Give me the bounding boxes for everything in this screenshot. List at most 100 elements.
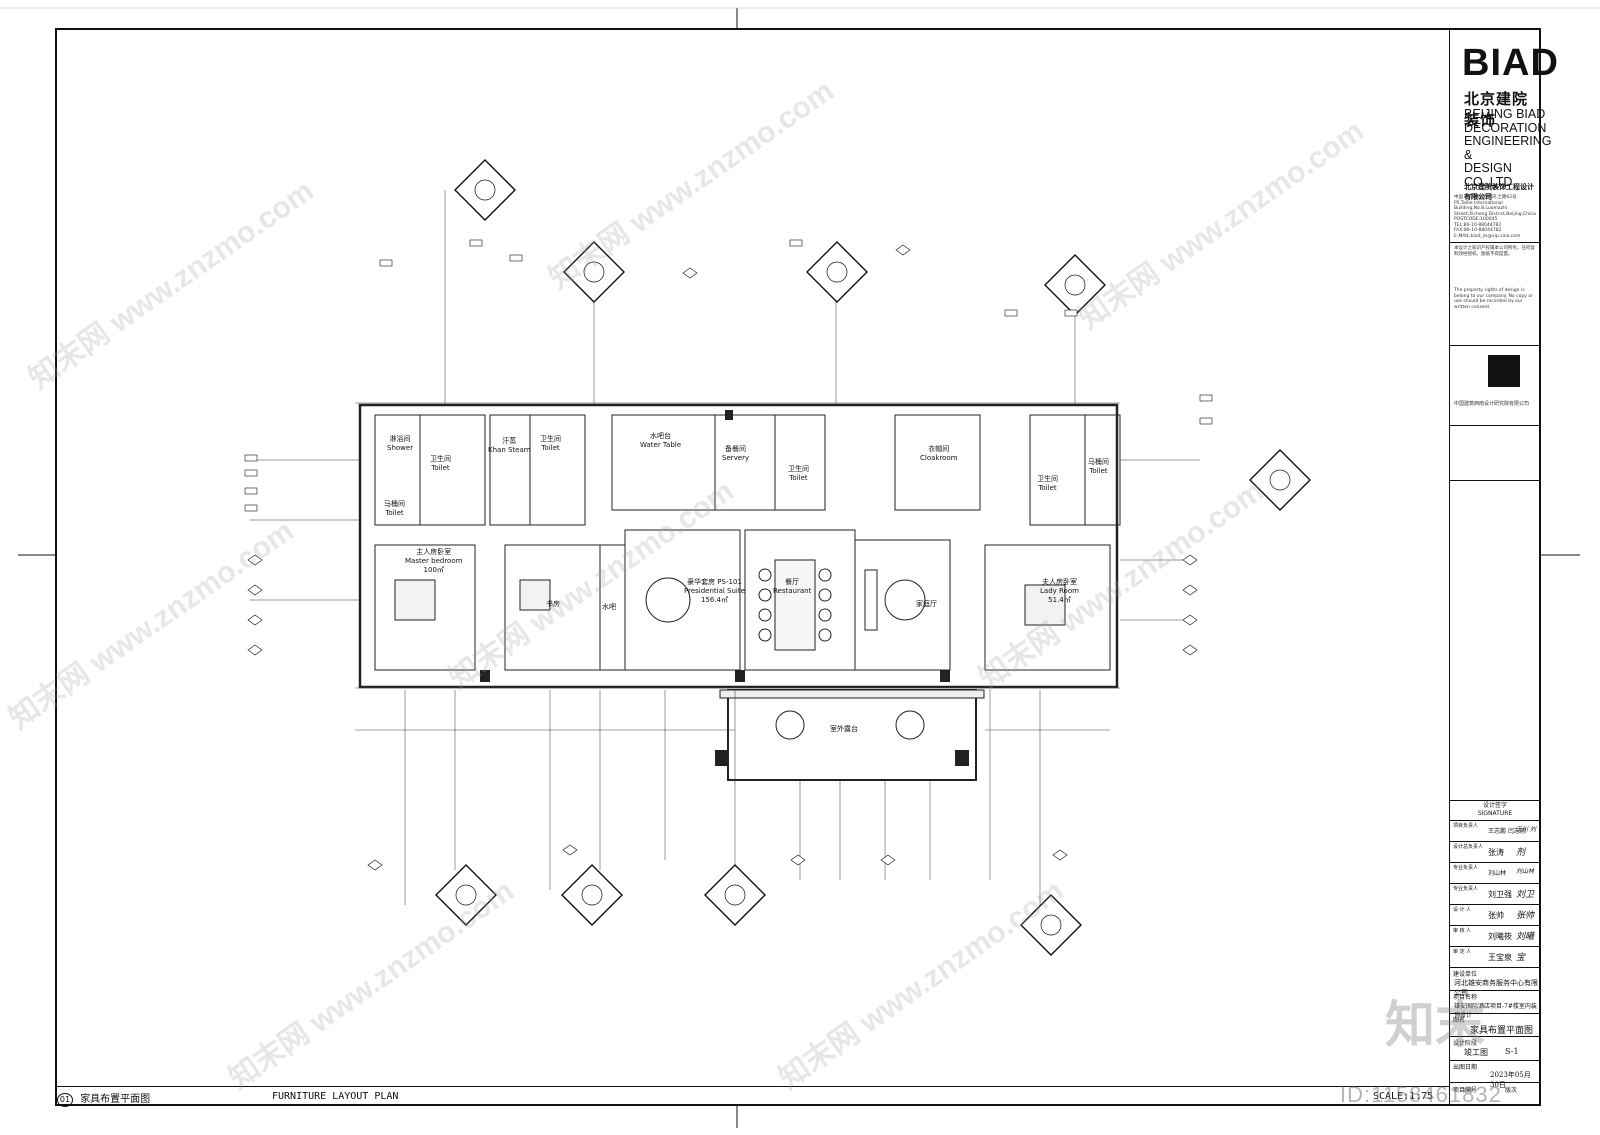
stage-label: 设计阶段 (1453, 1040, 1478, 1047)
signature-title: 设计签字 (1482, 802, 1507, 809)
drawing-name: 家具布置平面图 (1470, 1026, 1534, 1036)
staff-role: 审 核 人 (1453, 928, 1472, 934)
room-name-cn: 水吧 (602, 603, 616, 611)
caption-number: 01 (57, 1093, 73, 1107)
room-label-toilet-1: 卫生间 Toilet (430, 455, 451, 473)
room-name-en: Master bedroom (405, 557, 463, 565)
room-label-lady-room: 夫人房卧室 Lady Room 51.4㎡ (1040, 578, 1079, 605)
staff-name: 刘曦筱 (1488, 932, 1512, 941)
divider (1450, 1060, 1540, 1061)
staff-role: 设 计 人 (1453, 907, 1472, 913)
room-name-cn: 水吧台 (650, 432, 672, 440)
room-area: 156.4㎡ (700, 596, 728, 604)
divider (1450, 800, 1540, 801)
room-name-cn: 卫生间 (1037, 475, 1058, 483)
company-name-en-line: DECORATION (1464, 120, 1547, 135)
room-label-shower: 淋浴间 Shower (387, 435, 413, 453)
room-name-en: Shower (387, 444, 414, 452)
room-name-cn: 马桶间 (1088, 458, 1109, 466)
room-name-en: Lady Room (1040, 587, 1079, 595)
image-id: ID:1158461832 (1340, 1082, 1502, 1107)
room-name-cn: 书房 (546, 600, 560, 608)
room-name-cn: 室外露台 (830, 725, 858, 733)
signature-title-en: SIGNATURE (1477, 810, 1513, 817)
room-name-cn: 豪华套房 PS-101 (687, 578, 742, 586)
staff-row: 专业负责人 刘山林 刘山林 (1450, 862, 1540, 883)
staff-row: 设计总负责人 张涛 剂 (1450, 841, 1540, 862)
company-name-en-line: BEIJING BIAD (1464, 107, 1546, 121)
room-label-toilet-4: 卫生间 Toilet (788, 465, 809, 483)
room-name-en: Water Table (640, 441, 682, 449)
divider (1450, 345, 1540, 346)
staff-row: 专业负责人 刘卫强 刘卫 (1450, 883, 1540, 904)
room-label-water-bar: 水吧 (602, 603, 616, 612)
biad-logo: BIAD (1462, 42, 1559, 84)
room-name-en: Servery (722, 454, 750, 462)
room-label-khan-steam: 汗蒸 Khan Steam (488, 437, 531, 455)
room-label-toilet-5: 马桶间 Toilet (1088, 458, 1109, 476)
room-name-cn: 衣帽间 (928, 445, 950, 453)
staff-name: 刘山林 (1488, 870, 1507, 877)
company-address: 中国 北京 西城区南礼士路62号 P5,Taihe International … (1454, 195, 1536, 239)
staff-role: 项目负责人 (1453, 823, 1479, 829)
divider (1450, 1036, 1540, 1037)
stage-value: 竣工图 (1464, 1048, 1488, 1057)
drawing-label: 图名 (1453, 1017, 1466, 1024)
staff-name: 张涛 (1488, 848, 1504, 857)
project-label: 项目名称 (1453, 994, 1478, 1001)
room-label-water-table: 水吧台 Water Table (640, 432, 681, 450)
copyright-notes-cn: 本设计之知识产权属本公司所有，任何复制须经授权。图纸不得度量。 (1454, 246, 1535, 257)
room-name-en: Restaurant (773, 587, 812, 595)
date-label: 出图日期 (1453, 1064, 1478, 1071)
company-name-en-line: DESIGN CO.,LTD (1464, 161, 1513, 189)
caption-rule (55, 1086, 1449, 1087)
room-name-cn: 备餐间 (725, 445, 747, 453)
staff-signature: 宝 (1516, 953, 1526, 963)
room-name-cn: 卫生间 (540, 435, 561, 443)
room-name-en: Toilet (789, 474, 808, 482)
room-name-en: Toilet (385, 509, 404, 517)
divider (1450, 990, 1540, 991)
staff-signature: 刘曦 (1516, 932, 1535, 942)
company-name-cn: 北京建院装饰 (1464, 90, 1529, 129)
room-name-cn: 夫人房卧室 (1041, 578, 1077, 586)
room-label-study: 书房 (546, 600, 560, 609)
signature-header: 设计签字 SIGNATURE (1450, 802, 1540, 818)
company-name-en: BEIJING BIAD DECORATION ENGINEERING & DE… (1464, 107, 1552, 189)
staff-name: 张帅 (1488, 911, 1504, 920)
edition-label: 版次 (1505, 1087, 1518, 1094)
room-label-toilet-3: 卫生间 Toilet (540, 435, 561, 453)
staff-row: 设 计 人 张帅 张帅 (1450, 904, 1540, 925)
room-label-cloakroom: 衣帽间 Cloakroom (920, 445, 958, 463)
staff-row: 项目负责人 王志鹏 闫志刚 王川 刘 (1450, 820, 1540, 841)
staff-name: 刘卫强 (1488, 890, 1512, 899)
room-name-en: Toilet (541, 444, 560, 452)
room-name-en: Toilet (431, 464, 450, 472)
room-name-en: Toilet (1038, 484, 1057, 492)
client-name: 河北雄安商务服务中心有限公司 (1454, 979, 1538, 997)
divider (1450, 242, 1540, 243)
partner-logo (1488, 355, 1520, 387)
client-label: 建设单位 (1453, 971, 1478, 978)
room-name-cn: 卫生间 (430, 455, 451, 463)
staff-row: 审 定 人 王宝泉 宝 (1450, 946, 1540, 967)
room-label-presidential-suite: 豪华套房 PS-101 Presidential Suite 156.4㎡ (684, 578, 745, 605)
caption-scale: SCALE:1:75 (1373, 1091, 1434, 1102)
company-name-en-line: ENGINEERING & (1464, 134, 1552, 162)
room-label-master-bedroom: 主人房卧室 Master bedroom 100㎡ (405, 548, 462, 575)
issue-date: 2023年05月30日 (1490, 1071, 1531, 1089)
staff-row: 审 核 人 刘曦筱 刘曦 (1450, 925, 1540, 946)
room-name-cn: 马桶间 (384, 500, 405, 508)
project-name: 雄安国际酒店项目-7#楼室内装饰设计 (1454, 1003, 1537, 1019)
room-label-servery: 备餐间 Servery (722, 445, 749, 463)
partner-name: 中国建筑西南设计研究院有限公司 (1454, 401, 1530, 407)
staff-signature: 张帅 (1516, 911, 1535, 921)
room-name-en: Presidential Suite (684, 587, 745, 595)
room-name-en: Cloakroom (920, 454, 958, 462)
project-number-label: 项目编号 (1453, 1087, 1478, 1094)
copyright-notes-en: The property rights of design is belong … (1454, 288, 1533, 310)
divider (1450, 425, 1540, 426)
room-label-toilet-2: 马桶间 Toilet (384, 500, 405, 518)
